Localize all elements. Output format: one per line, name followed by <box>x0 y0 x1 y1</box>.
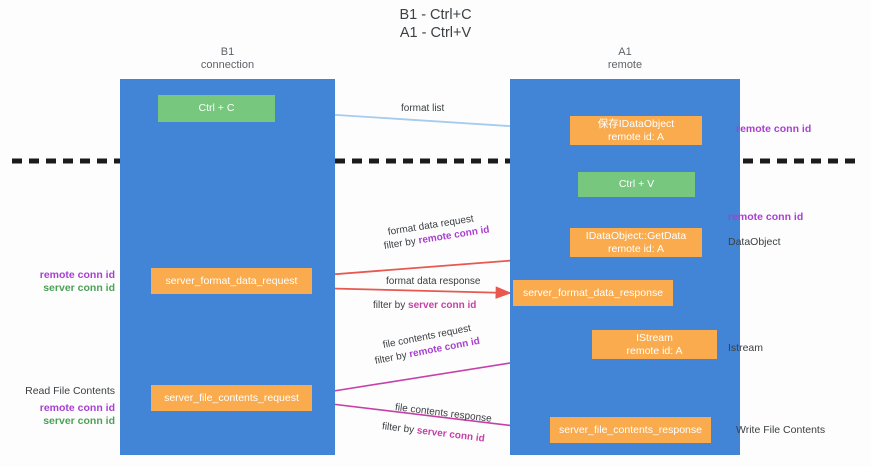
annotation-dataobject: DataObject <box>728 236 781 249</box>
node-ctrl-v[interactable]: Ctrl + V <box>578 172 695 197</box>
lane-header-b1-name: B1 <box>220 46 235 58</box>
edge-label-file-contents-response-filter: filter by server conn id <box>381 420 485 446</box>
edge-label-format-data-response-filter: filter by server conn id <box>373 299 476 312</box>
edge-label-file-contents-response-filter-value: server conn id <box>416 425 486 445</box>
edge-label-format-list: format list <box>401 102 444 115</box>
annotation-remote-conn-id-top: remote conn id <box>736 123 811 136</box>
annotation-remote-conn-id-left-1: remote conn id <box>5 269 115 282</box>
node-istream[interactable]: IStream remote id: A <box>592 330 717 359</box>
edge-label-format-data-response: format data response <box>386 275 481 288</box>
diagram-title-line-2: A1 - Ctrl+V <box>399 25 472 41</box>
node-server-format-data-request-label: server_format_data_request <box>165 274 298 287</box>
annotation-istream-text: Istream <box>728 342 764 354</box>
lane-header-b1: B1 connection <box>120 46 335 72</box>
annotation-remote-conn-id-top-text: remote conn id <box>736 123 812 135</box>
edge-label-file-contents-response: file contents response <box>394 401 492 426</box>
annotation-server-conn-id-left-1-text: server conn id <box>43 282 115 294</box>
lane-header-a1-name: A1 <box>618 46 632 58</box>
node-server-file-contents-request-label: server_file_contents_request <box>164 391 299 404</box>
edge-label-format-data-response-filter-value: server conn id <box>408 300 477 311</box>
annotation-dataobject-text: DataObject <box>728 236 781 248</box>
annotation-write-file-contents: Write File Contents <box>736 424 825 437</box>
node-idataobject-getdata-sublabel: remote id: A <box>607 242 665 255</box>
lane-header-a1-sub: remote <box>607 59 643 71</box>
node-server-format-data-response-label: server_format_data_response <box>522 286 664 299</box>
annotation-read-file-contents-text: Read File Contents <box>25 385 115 397</box>
edge-label-file-contents-response-text: file contents response <box>394 402 493 425</box>
edge-label-file-contents-request-filter-prefix: filter by <box>373 349 411 367</box>
annotation-server-conn-id-left-2: server conn id <box>5 415 115 428</box>
edge-label-format-data-response-text: format data response <box>386 276 481 287</box>
node-ctrl-c-label: Ctrl + C <box>198 102 235 114</box>
lane-header-b1-sub: connection <box>200 59 255 71</box>
annotation-remote-conn-id-mid: remote conn id <box>728 211 803 224</box>
node-idataobject-getdata[interactable]: IDataObject::GetData remote id: A <box>570 228 702 257</box>
node-save-idataobject[interactable]: 保存IDataObject remote id: A <box>570 116 702 145</box>
diagram-title-line-1: B1 - Ctrl+C <box>399 7 472 23</box>
node-ctrl-c[interactable]: Ctrl + C <box>158 95 275 122</box>
annotation-read-file-contents: Read File Contents <box>5 385 115 398</box>
node-server-file-contents-response[interactable]: server_file_contents_response <box>550 417 711 443</box>
node-istream-label: IStream <box>636 331 673 344</box>
annotation-server-conn-id-left-1: server conn id <box>5 282 115 295</box>
node-server-format-data-request[interactable]: server_format_data_request <box>151 268 312 294</box>
node-istream-sublabel: remote id: A <box>626 344 683 357</box>
annotation-remote-conn-id-left-1-text: remote conn id <box>39 269 115 281</box>
node-ctrl-v-label: Ctrl + V <box>618 178 655 190</box>
node-server-format-data-response[interactable]: server_format_data_response <box>513 280 673 306</box>
node-save-idataobject-label: 保存IDataObject <box>597 117 675 130</box>
node-idataobject-getdata-label: IDataObject::GetData <box>585 229 687 242</box>
lane-header-a1: A1 remote <box>510 46 740 72</box>
edge-label-file-contents-response-filter-prefix: filter by <box>381 421 418 437</box>
node-server-file-contents-request[interactable]: server_file_contents_request <box>151 385 312 411</box>
edge-label-format-list-text: format list <box>401 103 445 114</box>
annotation-remote-conn-id-mid-text: remote conn id <box>728 211 804 223</box>
node-save-idataobject-sublabel: remote id: A <box>607 130 665 143</box>
annotation-remote-conn-id-left-2: remote conn id <box>5 402 115 415</box>
annotation-remote-conn-id-left-2-text: remote conn id <box>39 402 115 414</box>
annotation-istream: Istream <box>728 342 763 355</box>
node-server-file-contents-response-label: server_file_contents_response <box>558 423 702 436</box>
annotation-server-conn-id-left-2-text: server conn id <box>43 415 115 427</box>
edge-label-format-data-response-filter-prefix: filter by <box>373 300 409 311</box>
diagram-title: B1 - Ctrl+C A1 - Ctrl+V <box>0 6 871 42</box>
annotation-write-file-contents-text: Write File Contents <box>736 424 826 436</box>
edge-format-data-response <box>311 286 512 299</box>
